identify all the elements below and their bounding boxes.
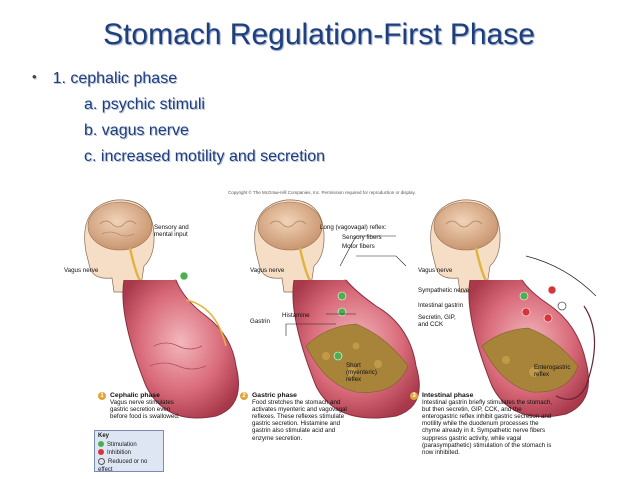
figure-copyright: Copyright © The McGraw-Hill Companies, I… — [228, 190, 416, 195]
stimulation-icon — [98, 440, 104, 447]
brain-icon — [87, 201, 153, 251]
step-number-3: 3 — [410, 392, 418, 400]
label-sympathetic-nerve: Sympathetic nerve — [418, 287, 470, 294]
reduced-effect-icon — [98, 457, 105, 465]
caption-body: Intestinal gastrin briefly stimulates th… — [422, 399, 552, 456]
slide-title: Stomach Regulation-First Phase — [103, 18, 535, 51]
bullet-cephalic-phase: • 1. cephalic phase — [32, 69, 178, 88]
key-label: Reduced or no effect — [98, 458, 148, 474]
key-item-inhibition: Inhibition — [98, 449, 160, 458]
bullet-marker: • — [32, 69, 37, 84]
key-label: Stimulation — [107, 441, 137, 448]
label-short-reflex: Short (myenteric) reflex — [346, 362, 377, 383]
panel-cephalic — [84, 199, 239, 419]
caption-body: Vagus nerve stimulates gastric secretion… — [110, 399, 180, 421]
panel-gastric — [254, 199, 420, 419]
inhibition-icon — [98, 449, 104, 456]
label-motor-fibers: Motor fibers — [342, 243, 375, 250]
label-gastrin: Gastrin — [250, 318, 270, 325]
label-histamine: Histamine — [282, 312, 310, 319]
label-intestinal-gastrin: Intestinal gastrin — [418, 302, 464, 309]
label-sensory-input: Sensory and mental input — [154, 224, 189, 238]
subitem-vagus-nerve: b. vagus nerve — [84, 122, 189, 139]
step-number-1: 1 — [98, 392, 106, 400]
bullet-text: 1. cephalic phase — [52, 70, 178, 87]
caption-gastric-phase: 2 Gastric phase Food stretches the stoma… — [240, 392, 402, 442]
key-item-reduced: Reduced or no effect — [98, 457, 160, 475]
caption-cephalic-phase: 1 Cephalic phase Vagus nerve stimulates … — [98, 392, 230, 421]
stomach-phases-illustration — [84, 199, 597, 419]
step-number-2: 2 — [240, 392, 248, 400]
label-vagus-nerve-3: Vagus nerve — [418, 267, 453, 274]
caption-body: Food stretches the stomach and activates… — [252, 399, 347, 442]
key-item-stimulation: Stimulation — [98, 440, 160, 450]
label-long-reflex: Long (vagovagal) reflex: — [320, 224, 387, 231]
caption-heading: Cephalic phase — [110, 392, 160, 399]
label-sensory-fibers: Sensory fibers — [342, 234, 382, 241]
label-enterogastric-reflex: Enterogastric reflex — [534, 364, 571, 378]
caption-heading: Intestinal phase — [422, 392, 474, 399]
label-vagus-nerve-1: Vagus nerve — [64, 267, 99, 274]
panel-intestinal — [430, 199, 597, 418]
caption-intestinal-phase: 3 Intestinal phase Intestinal gastrin br… — [410, 392, 622, 456]
subitem-motility-secretion: c. increased motility and secretion — [84, 148, 325, 165]
label-vagus-nerve-2: Vagus nerve — [250, 267, 285, 274]
subitem-psychic-stimuli: a. psychic stimuli — [84, 96, 205, 113]
figure-key: Key Stimulation Inhibition Reduced or no… — [94, 430, 164, 475]
key-label: Inhibition — [107, 450, 132, 456]
caption-heading: Gastric phase — [252, 392, 297, 399]
label-secretin-gip-cck: Secretin, GIP, and CCK — [418, 314, 456, 328]
key-title: Key — [98, 433, 110, 439]
